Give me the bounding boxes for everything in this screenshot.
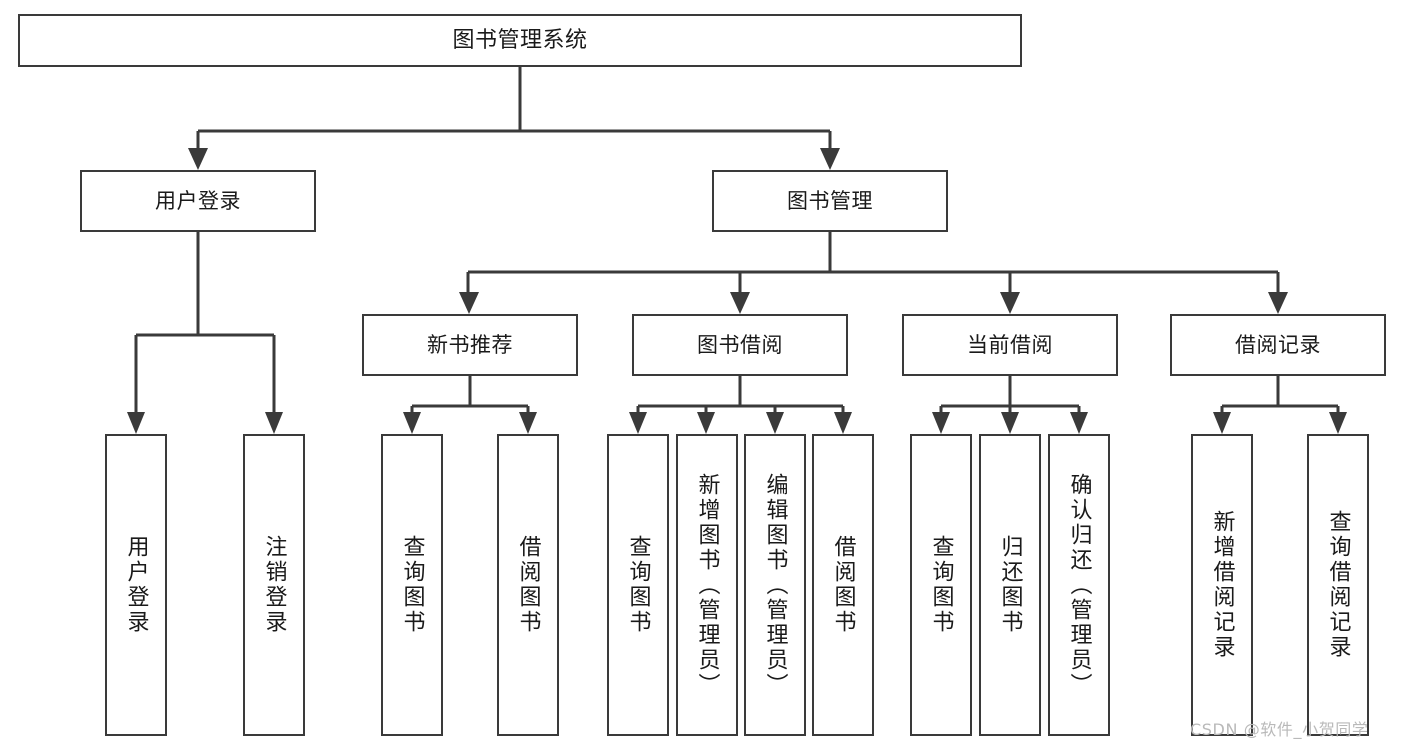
node-leaf-query-book-recommend[interactable]: 查询图书 (381, 434, 443, 736)
node-leaf-borrow-book[interactable]: 借阅图书 (812, 434, 874, 736)
node-label: 编辑图书（管理员） (762, 472, 788, 698)
watermark-text: CSDN @软件_小贺同学 (1190, 720, 1369, 739)
node-label: 查询借阅记录 (1325, 510, 1351, 660)
node-leaf-confirm-return-admin[interactable]: 确认归还（管理员） (1048, 434, 1110, 736)
node-borrow-record[interactable]: 借阅记录 (1170, 314, 1386, 376)
node-label: 用户登录 (123, 535, 149, 635)
node-label: 新增图书（管理员） (694, 472, 720, 698)
node-label: 查询图书 (625, 535, 651, 635)
node-label: 用户登录 (155, 188, 241, 213)
node-label: 归还图书 (997, 535, 1023, 635)
node-label: 图书管理系统 (452, 27, 588, 53)
node-label: 当前借阅 (967, 332, 1053, 357)
node-label: 新书推荐 (427, 332, 513, 357)
node-leaf-query-borrow-record[interactable]: 查询借阅记录 (1307, 434, 1369, 736)
node-leaf-add-book-admin[interactable]: 新增图书（管理员） (676, 434, 738, 736)
node-label: 图书管理 (787, 188, 873, 213)
node-label: 图书借阅 (697, 332, 783, 357)
node-leaf-return-book[interactable]: 归还图书 (979, 434, 1041, 736)
node-label: 借阅图书 (830, 535, 856, 635)
node-leaf-logout[interactable]: 注销登录 (243, 434, 305, 736)
node-new-book-recommend[interactable]: 新书推荐 (362, 314, 578, 376)
node-leaf-borrow-book-recommend[interactable]: 借阅图书 (497, 434, 559, 736)
node-leaf-query-book[interactable]: 查询图书 (607, 434, 669, 736)
node-label: 查询图书 (399, 535, 425, 635)
node-label: 新增借阅记录 (1209, 510, 1235, 660)
node-label: 注销登录 (261, 535, 287, 635)
node-leaf-edit-book-admin[interactable]: 编辑图书（管理员） (744, 434, 806, 736)
node-book-borrow[interactable]: 图书借阅 (632, 314, 848, 376)
node-leaf-query-book-current[interactable]: 查询图书 (910, 434, 972, 736)
node-leaf-add-borrow-record[interactable]: 新增借阅记录 (1191, 434, 1253, 736)
node-current-borrow[interactable]: 当前借阅 (902, 314, 1118, 376)
node-user-login[interactable]: 用户登录 (80, 170, 316, 232)
node-root-system[interactable]: 图书管理系统 (18, 14, 1022, 67)
node-label: 借阅图书 (515, 535, 541, 635)
node-label: 借阅记录 (1235, 332, 1321, 357)
node-leaf-user-login[interactable]: 用户登录 (105, 434, 167, 736)
node-label: 查询图书 (928, 535, 954, 635)
node-book-management[interactable]: 图书管理 (712, 170, 948, 232)
node-label: 确认归还（管理员） (1066, 472, 1092, 698)
